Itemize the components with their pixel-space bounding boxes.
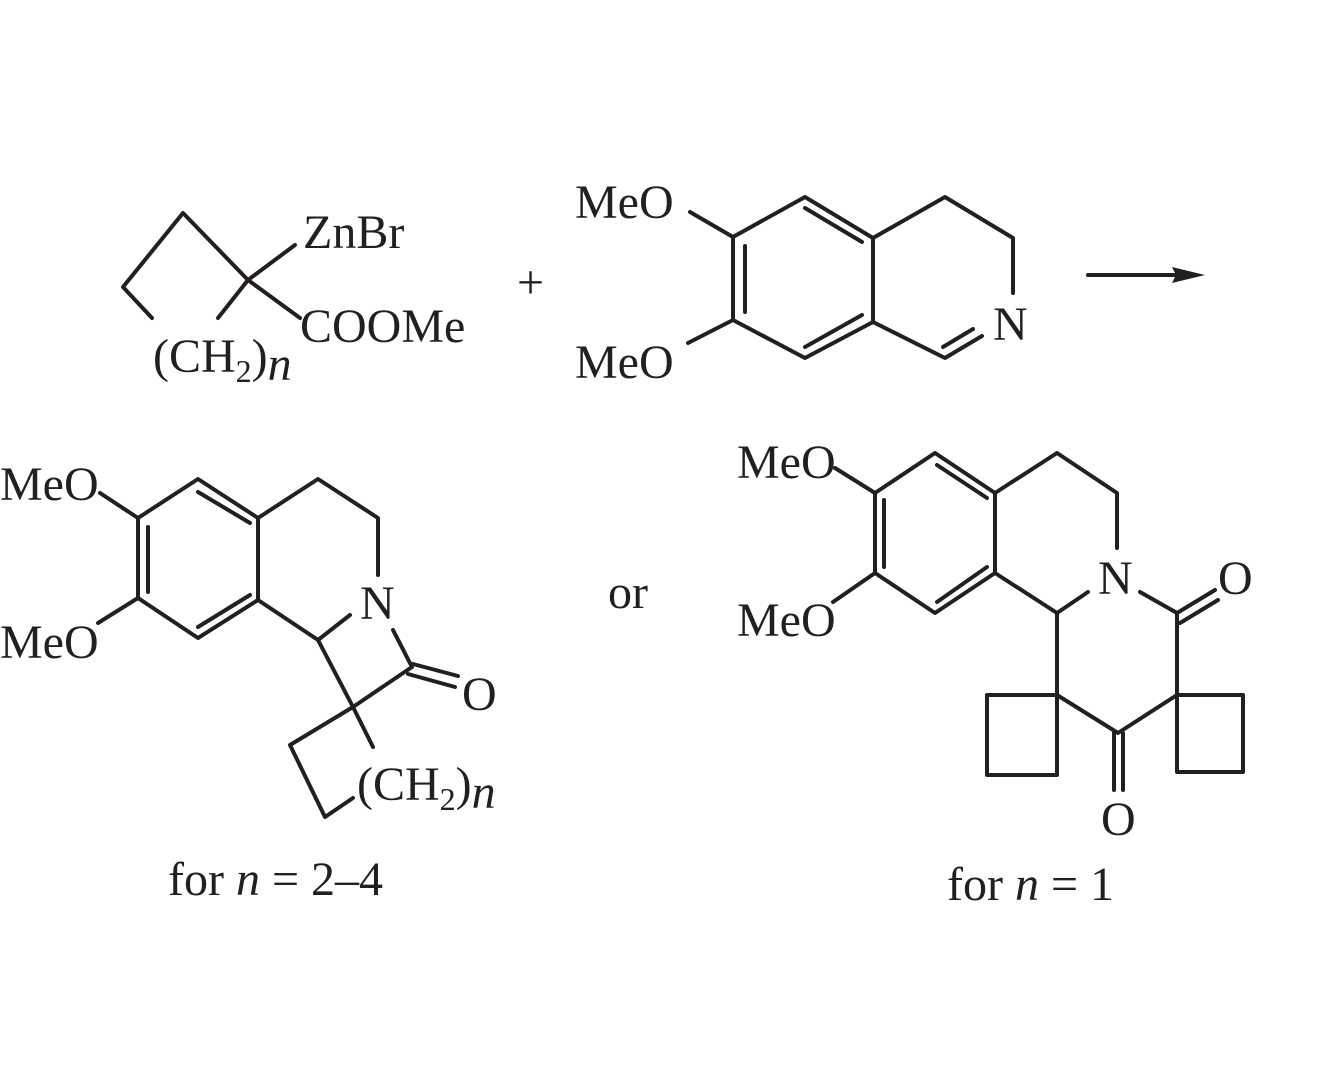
ketone-carbonyl [1112,731,1125,792]
caption-n-1: for n = 1 [947,858,1114,911]
spiro-ring [288,705,355,819]
ketone-oxygen-label: O [1101,793,1136,846]
meo-top-label: MeO [575,176,674,229]
lactam-ring [256,598,414,749]
benzene-ring [873,451,997,615]
oxygen-label: O [462,668,497,721]
methoxy-bonds [686,210,735,345]
coome-label: COOMe [300,300,465,353]
ch2n-label: (CH2)n [357,758,496,819]
aromatic-double-bonds [882,463,989,604]
caption-n-2-4: for n = 2–4 [168,853,383,906]
nitrogen-label: N [993,298,1028,351]
znbr-label: ZnBr [303,206,404,259]
right-cyclobutane [1175,693,1245,774]
meo-bottom-label: MeO [0,616,99,669]
product-beta-lactam: MeO MeO N O (CH2)n for n = 2–4 [0,458,497,906]
amide-oxygen-label: O [1218,552,1253,605]
ring-bond [216,278,250,320]
reactant-cycloalkyl-zinc: ZnBr COOMe (CH2)n [121,206,465,391]
ethylene-bridge [993,451,1119,550]
methoxy-bonds [96,491,140,625]
meo-bottom-label: MeO [575,336,674,389]
amide-carbonyl [1175,588,1220,625]
aromatic-double-bonds [743,206,864,349]
ethylene-bridge [256,477,380,577]
product-dispiro-diketone: MeO MeO N O O for n = 1 [737,436,1253,911]
ch2n-label: (CH2)n [153,330,292,391]
or-label: or [608,566,648,619]
nitrogen-label: N [360,577,395,630]
methoxy-bonds [831,466,877,604]
aromatic-double-bonds [146,490,252,629]
meo-top-label: MeO [737,436,836,489]
ring-bonds [121,211,250,320]
left-cyclobutane [985,693,1059,777]
meo-bottom-label: MeO [737,594,836,647]
meo-top-label: MeO [0,458,99,511]
ethylene-bridge [871,195,1015,295]
benzene-ring [731,195,875,360]
piperidinone-ring [993,571,1179,735]
zn-bond [246,243,297,282]
ester-bond [246,278,302,320]
plus-sign: + [517,256,544,309]
carbonyl-double-bond [406,662,460,689]
benzene-ring [136,477,260,640]
nitrogen-label: N [1098,552,1133,605]
imine-bonds [871,320,984,360]
reactant-dihydroisoquinoline: MeO MeO N [575,176,1028,389]
arrow-head-icon [1172,267,1205,283]
